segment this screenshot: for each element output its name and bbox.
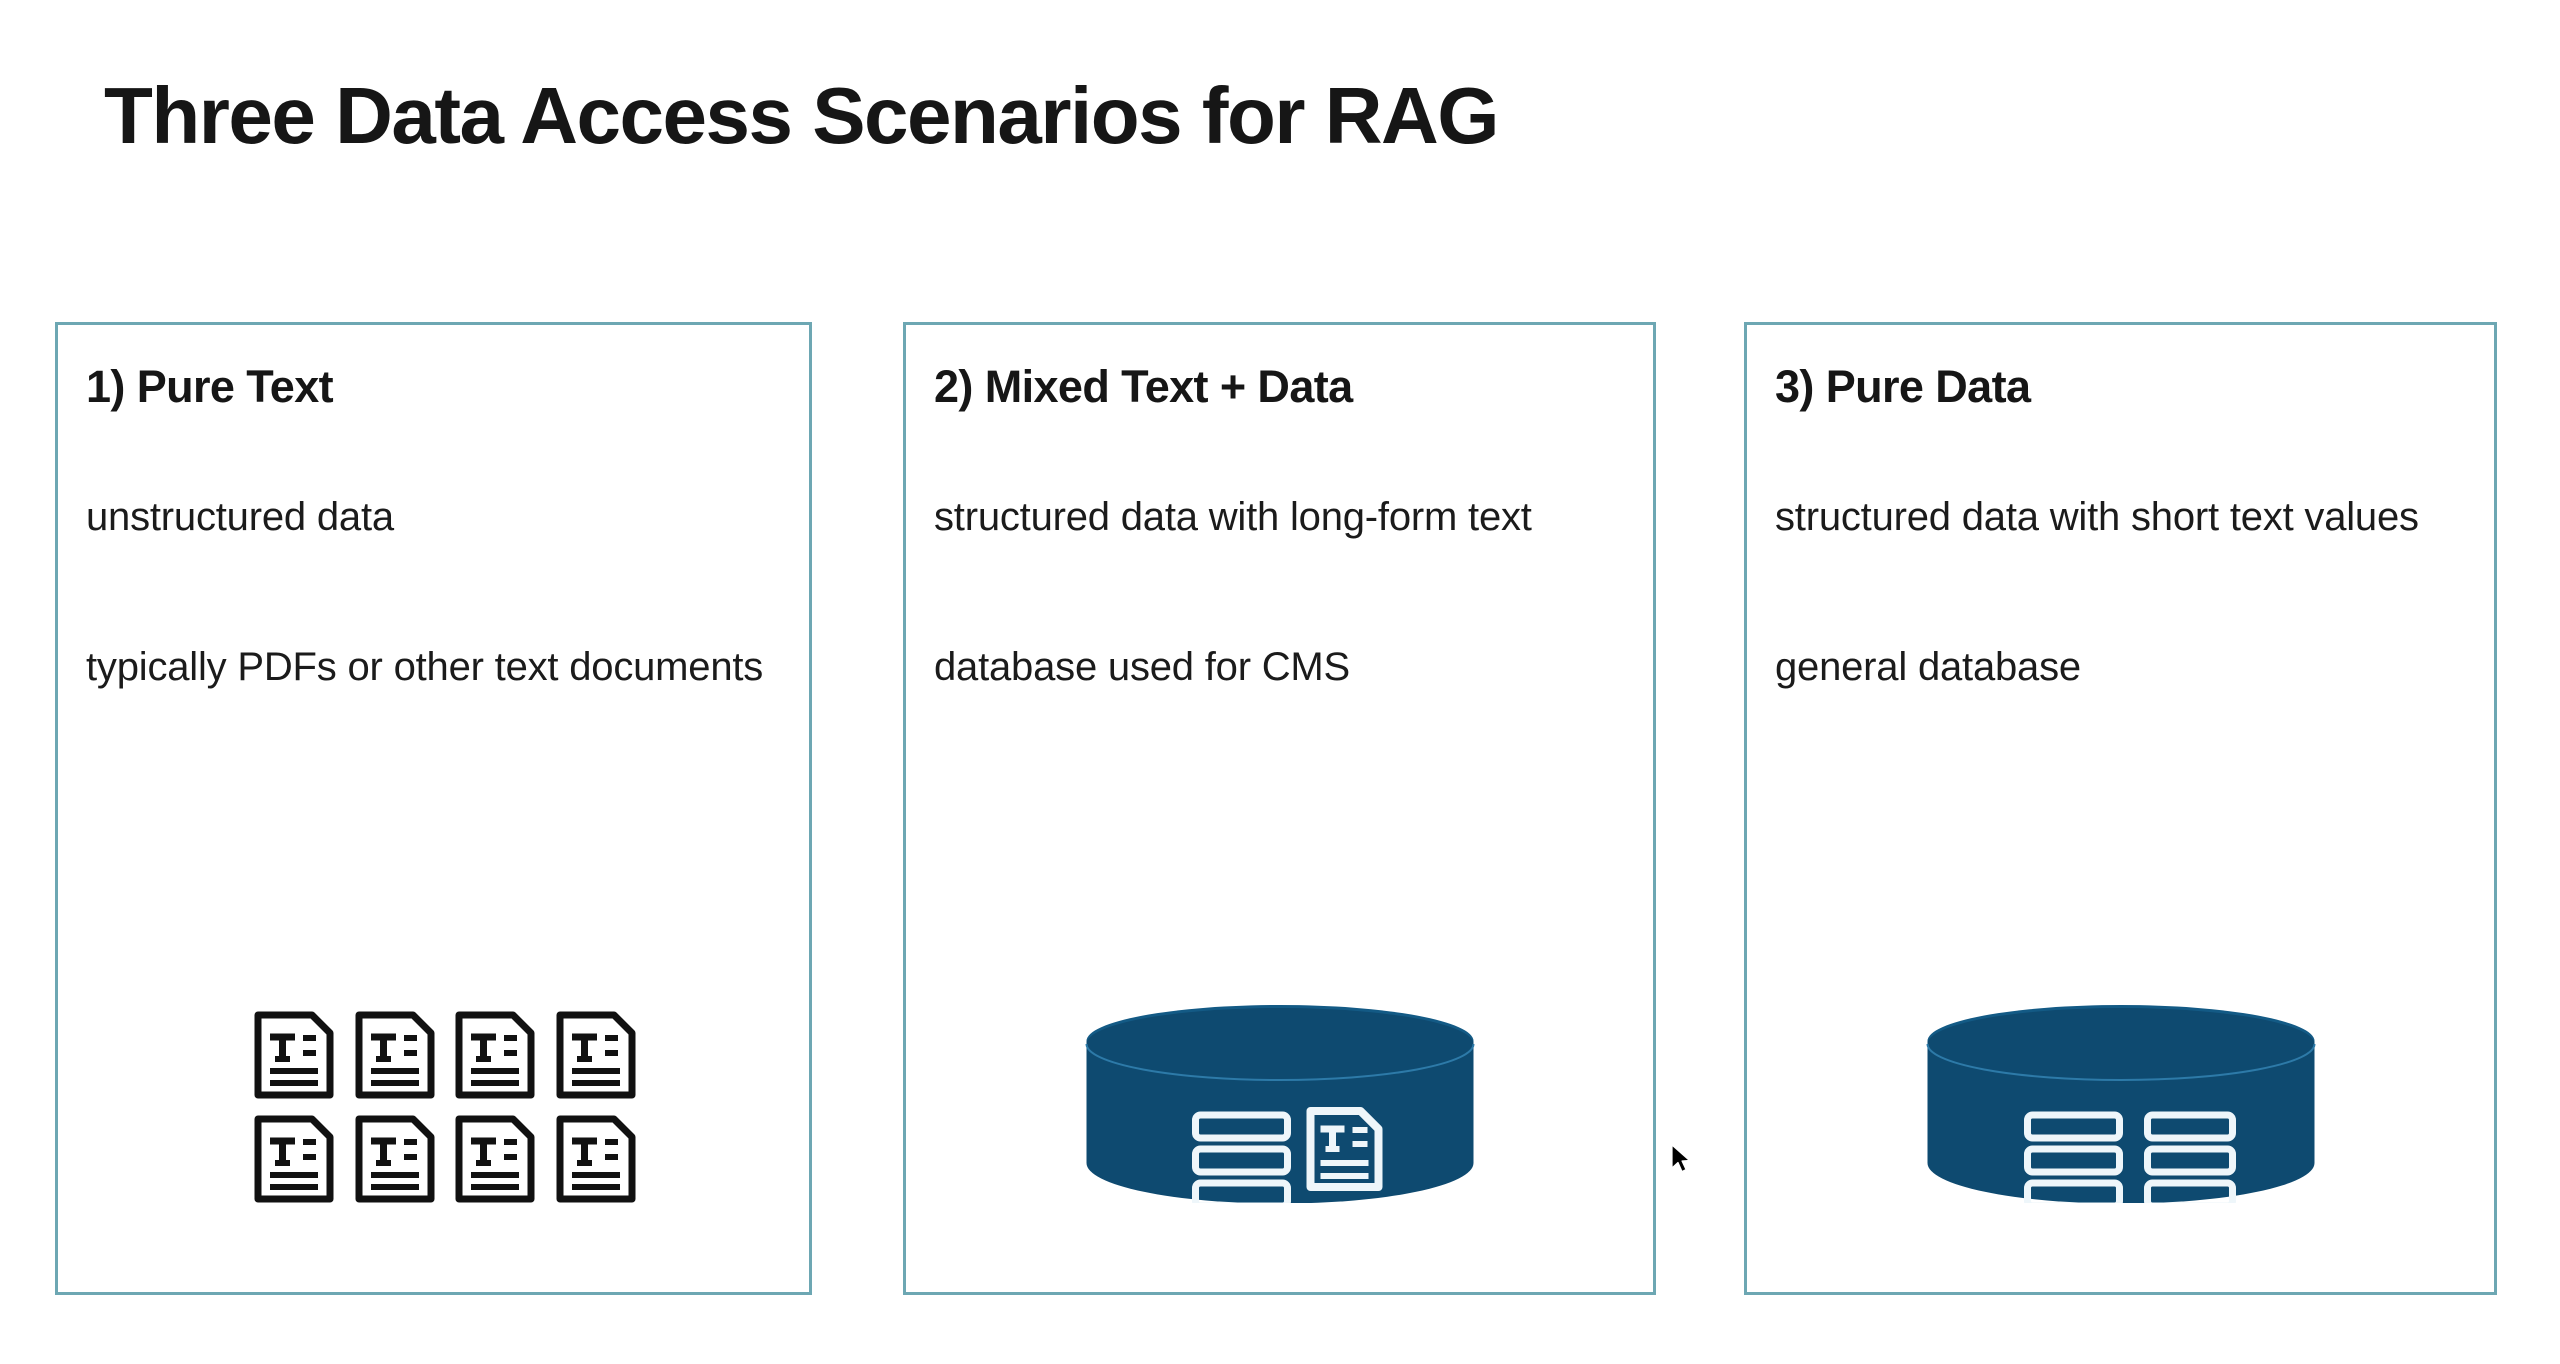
card-heading: 3) Pure Data bbox=[1775, 361, 2031, 412]
card-heading: 2) Mixed Text + Data bbox=[934, 361, 1353, 412]
text-document-icon bbox=[556, 1115, 635, 1203]
text-document-icon bbox=[355, 1115, 434, 1203]
scenario-card-pure-data: 3) Pure Data structured data with short … bbox=[1744, 322, 2497, 1295]
mouse-pointer-icon bbox=[1671, 1144, 1691, 1173]
database-with-document-icon bbox=[1082, 1003, 1477, 1203]
page-title: Three Data Access Scenarios for RAG bbox=[104, 71, 1499, 160]
text-document-icon bbox=[355, 1011, 434, 1099]
card-heading: 1) Pure Text bbox=[86, 361, 334, 412]
scenario-card-mixed-text-data: 2) Mixed Text + Data structured data wit… bbox=[903, 322, 1656, 1295]
text-document-icon bbox=[254, 1011, 334, 1099]
scenario-card-pure-text: 1) Pure Text unstructured data typically… bbox=[55, 322, 812, 1295]
card-body-line-2: typically PDFs or other text documents bbox=[86, 645, 764, 689]
database-icon bbox=[1923, 1003, 2318, 1203]
card-body-line-1: structured data with long-form text bbox=[934, 495, 1532, 539]
text-document-icon bbox=[556, 1011, 635, 1099]
card-body-line-2: general database bbox=[1775, 645, 2081, 689]
text-document-icon bbox=[455, 1011, 535, 1099]
card-body-line-1: unstructured data bbox=[86, 495, 394, 539]
text-document-icon bbox=[254, 1115, 334, 1203]
card-body-line-2: database used for CMS bbox=[934, 645, 1351, 689]
card-body-line-1: structured data with short text values bbox=[1775, 495, 2419, 539]
text-documents-grid-icon bbox=[251, 1009, 641, 1205]
text-document-icon bbox=[455, 1115, 535, 1203]
